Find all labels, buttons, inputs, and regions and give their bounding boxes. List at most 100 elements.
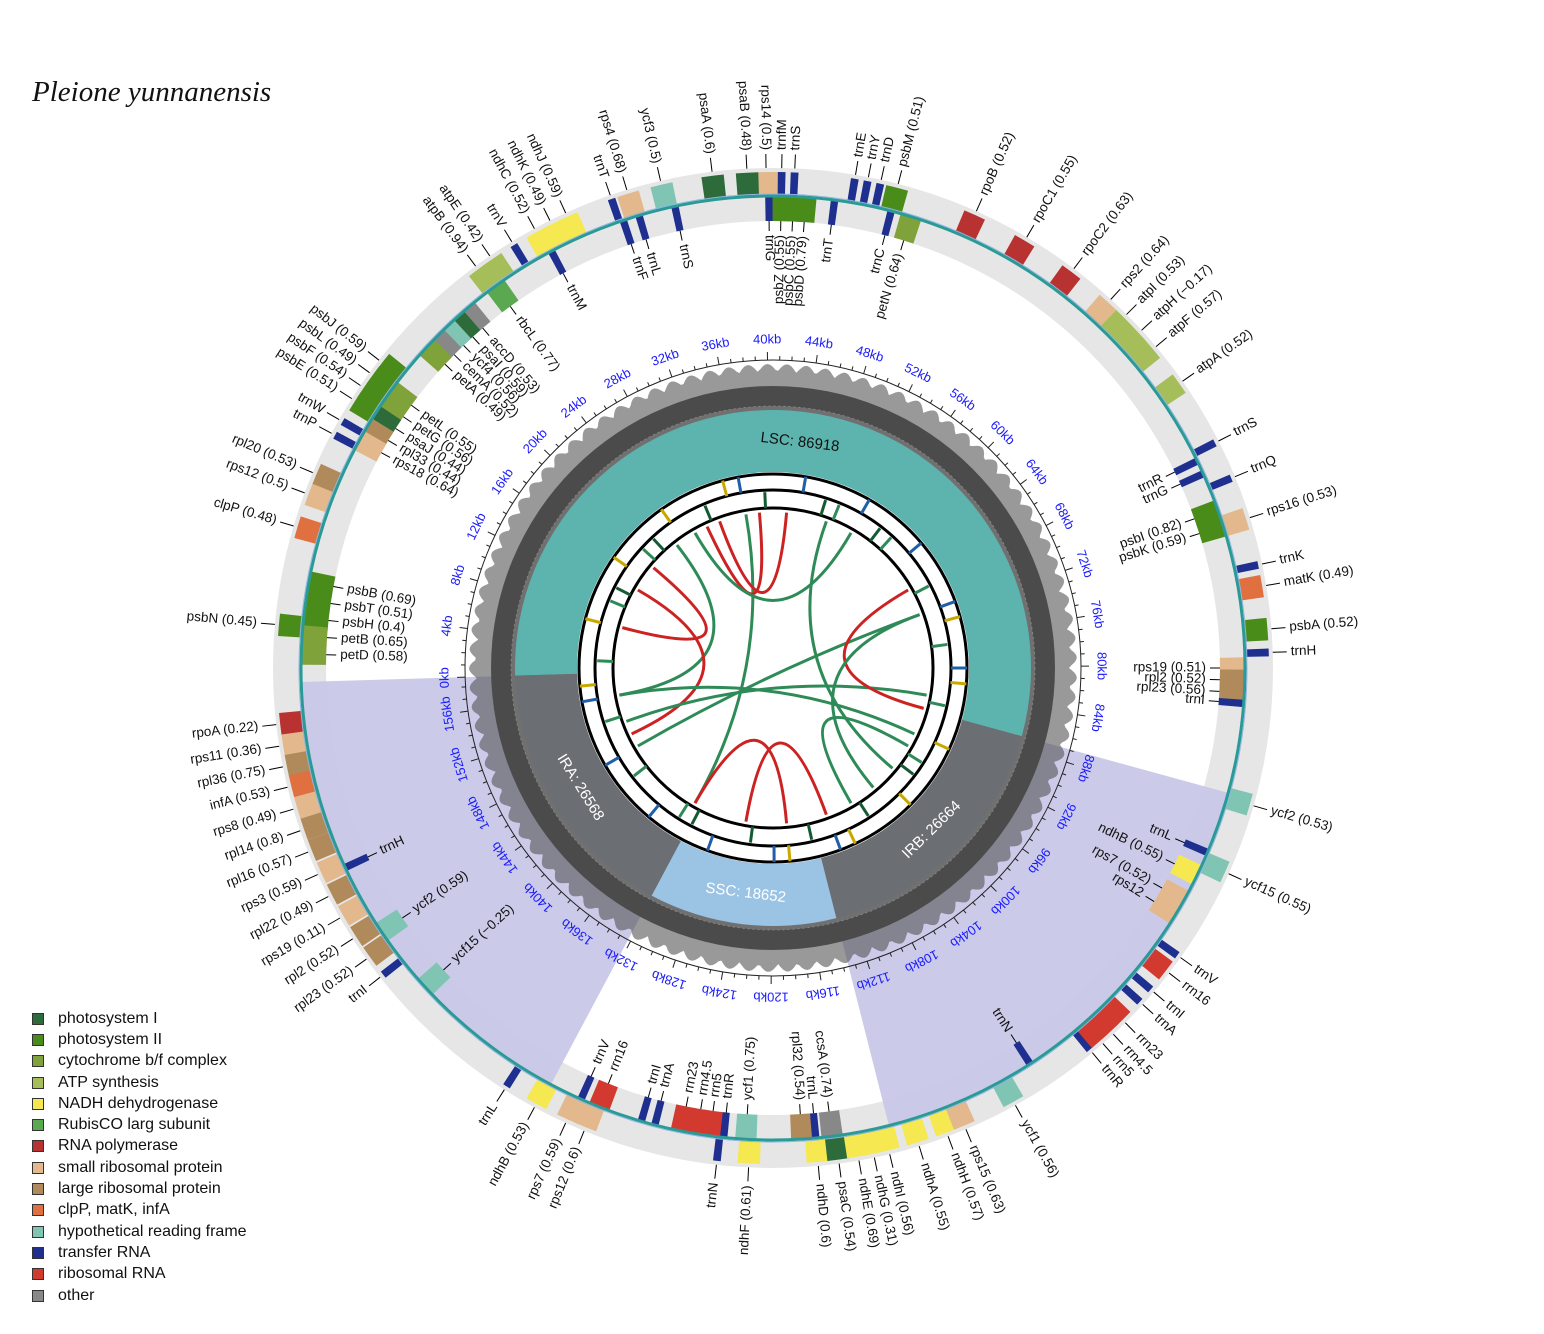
repeat-mark-32 — [801, 476, 808, 493]
tick-mark — [866, 961, 871, 970]
gene-block-9 — [1207, 474, 1233, 491]
repeat-mark-15 — [748, 826, 754, 843]
repeat-link-9 — [619, 685, 916, 736]
tick-mark — [522, 480, 527, 484]
legend-item: photosystem I — [32, 1008, 247, 1029]
tick-mark — [617, 935, 621, 939]
tick-mark — [478, 769, 483, 773]
gene-label-2: rpl23 (0.56) — [1136, 679, 1206, 698]
label-leader-69 — [299, 466, 313, 474]
label-leader-67 — [387, 440, 398, 446]
label-leader-20 — [1073, 257, 1083, 269]
repeat-link-6 — [693, 532, 853, 602]
legend-label: ATP synthesis — [58, 1073, 159, 1091]
gene-label-37: psaB (0.48) — [736, 81, 755, 151]
tick-mark — [1075, 726, 1080, 728]
gene-label-76: petB (0.65) — [341, 630, 409, 650]
tick-mark — [541, 873, 545, 878]
tick-mark — [911, 942, 917, 951]
tick-mark — [1039, 512, 1044, 516]
tick-mark — [509, 500, 513, 504]
gene-block-94 — [503, 1064, 523, 1089]
label-leader-25 — [867, 163, 872, 178]
label-leader-41 — [605, 181, 611, 196]
gene-label-25: trnY — [864, 134, 883, 161]
tick-mark — [596, 922, 600, 926]
gene-block-38 — [701, 174, 727, 201]
label-leader-96 — [559, 1122, 567, 1136]
gene-block-110 — [810, 1112, 820, 1139]
gene-block-113 — [824, 1134, 850, 1162]
label-leader-95 — [527, 1107, 535, 1120]
label-leader-24 — [880, 166, 885, 180]
label-leader-6 — [1266, 582, 1281, 586]
inner-disc — [577, 472, 969, 864]
tick-label-4: 16kb — [488, 465, 516, 497]
label-leader-134 — [1228, 873, 1242, 880]
repeat-circle-2 — [611, 506, 935, 830]
tick-mark — [471, 746, 476, 749]
tick-mark — [981, 893, 986, 898]
tick-mark — [504, 824, 509, 828]
repeat-mark-25 — [604, 715, 622, 724]
tick-mark — [502, 511, 507, 515]
label-leader-72 — [260, 622, 275, 625]
gene-block-131 — [1156, 879, 1189, 910]
gene-block-111 — [818, 1110, 843, 1138]
repeat-mark-8 — [939, 600, 956, 609]
tick-mark — [1062, 773, 1067, 776]
label-leader-68 — [381, 452, 391, 458]
legend-item: large ribosomal protein — [32, 1178, 247, 1199]
tick-mark — [1056, 545, 1061, 549]
gene-label-15: atpA (0.52) — [1192, 326, 1255, 376]
gene-label-20: rpoC2 (0.63) — [1078, 189, 1136, 259]
tick-mark — [950, 409, 956, 417]
gene-label-117: ndhA (0.55) — [918, 1161, 953, 1232]
gene-block-132 — [1170, 854, 1202, 885]
label-leader-117 — [918, 1146, 924, 1160]
tick-mark — [460, 710, 469, 713]
gene-block-42 — [671, 205, 684, 232]
species-title: Pleione yunnanensis — [32, 76, 272, 108]
legend-item: ribosomal RNA — [32, 1264, 247, 1285]
repeat-link-8 — [625, 684, 927, 723]
tick-mark — [482, 781, 487, 784]
repeat-mark-31 — [858, 801, 870, 817]
label-leader-111 — [827, 1101, 830, 1112]
tick-mark — [512, 488, 520, 494]
gene-block-12 — [1190, 500, 1222, 529]
label-leader-56 — [453, 354, 462, 363]
gene-label-135: ycf2 (0.53) — [1269, 803, 1334, 835]
tick-mark — [819, 972, 822, 981]
gene-block-72 — [278, 613, 304, 638]
tick-mark — [1068, 580, 1073, 583]
repeat-mark-41 — [678, 802, 690, 818]
tick-mark — [685, 963, 688, 968]
tick-mark — [584, 914, 590, 922]
tick-mark — [1047, 806, 1056, 812]
tick-mark — [477, 567, 482, 570]
repeat-mark-38 — [579, 683, 596, 688]
tick-label-29: 116kb — [805, 983, 841, 1003]
tick-mark — [900, 947, 904, 952]
tick-label-0: 0kb — [436, 667, 452, 688]
repeat-mark-14 — [660, 508, 672, 524]
gene-label-94: trnL — [475, 1100, 500, 1128]
gene-block-47 — [526, 226, 558, 259]
gene-block-68 — [354, 431, 387, 462]
label-leader-102 — [685, 1096, 689, 1107]
tick-mark — [1076, 615, 1085, 619]
label-leader-84 — [294, 851, 309, 858]
tick-mark — [972, 901, 976, 906]
legend-swatch — [32, 1161, 44, 1174]
gene-label-36: rps14 (0.5) — [758, 85, 774, 150]
tick-mark — [919, 393, 923, 398]
gene-block-27 — [881, 210, 895, 237]
gene-block-41 — [607, 197, 623, 223]
label-leader-104 — [712, 1100, 715, 1112]
label-leader-130 — [1145, 895, 1155, 902]
label-leader-63 — [318, 426, 332, 434]
tick-mark — [1035, 828, 1040, 831]
